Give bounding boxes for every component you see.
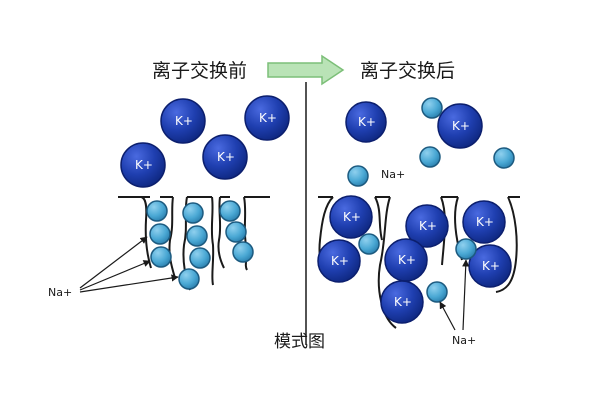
na-label-right-bottom: Na+ <box>452 334 476 347</box>
k-ion-label: K+ <box>476 215 494 229</box>
na-ion <box>219 200 241 222</box>
pointer-arrow <box>79 274 179 293</box>
k-ion-label: K+ <box>482 259 500 273</box>
na-ion <box>493 147 515 169</box>
na-ion <box>150 246 172 268</box>
pointer-arrow <box>439 301 456 331</box>
na-label-right-free: Na+ <box>381 168 405 181</box>
pointer-arrows-right <box>439 259 470 331</box>
surface-left <box>118 196 270 291</box>
k-ions-left: K+ K+ K+ K+ <box>120 95 290 188</box>
k-ion-label: K+ <box>419 219 437 233</box>
na-ion <box>426 281 448 303</box>
title-after: 离子交换后 <box>360 60 455 82</box>
pointer-arrow <box>462 259 470 331</box>
k-ion <box>380 280 424 324</box>
k-ion <box>120 142 166 188</box>
title-before: 离子交换前 <box>152 60 247 82</box>
na-ion <box>146 200 168 222</box>
k-ion-label: K+ <box>398 253 416 267</box>
na-ions-pores-right <box>358 233 477 303</box>
k-ion <box>462 200 506 244</box>
k-ions-pores-right: K+ K+ K+ K+ K+ K+ K+ <box>317 195 512 324</box>
k-ion-label: K+ <box>394 295 412 309</box>
na-ion <box>421 97 443 119</box>
na-ion <box>232 241 254 263</box>
na-ion <box>419 146 441 168</box>
k-ion-label: K+ <box>331 254 349 268</box>
k-ion <box>437 103 483 149</box>
na-ion <box>189 247 211 269</box>
k-ion <box>317 239 361 283</box>
k-ion <box>405 204 449 248</box>
na-ion <box>347 165 369 187</box>
k-ion-label: K+ <box>217 150 235 164</box>
na-ions-left <box>146 200 254 290</box>
pointer-arrows-left <box>79 236 179 293</box>
na-ion <box>182 202 204 224</box>
free-ions-right: K+ K+ <box>345 97 515 187</box>
k-ion-label: K+ <box>358 115 376 129</box>
pointer-arrow <box>79 260 151 291</box>
pointer-arrow <box>79 236 148 289</box>
na-ion <box>178 268 200 290</box>
na-ion <box>225 221 247 243</box>
k-ion <box>244 95 290 141</box>
k-ion-label: K+ <box>175 114 193 128</box>
na-ion <box>455 238 477 260</box>
na-ion <box>149 223 171 245</box>
caption-text: 模式图 <box>274 332 325 352</box>
na-label-left: Na+ <box>48 286 72 299</box>
k-ion <box>160 98 206 144</box>
k-ion-label: K+ <box>343 210 361 224</box>
k-ion-label: K+ <box>135 158 153 172</box>
k-ion <box>202 134 248 180</box>
k-ion-label: K+ <box>259 111 277 125</box>
k-ion <box>329 195 373 239</box>
exchange-arrow <box>267 54 345 86</box>
k-ion-label: K+ <box>452 119 470 133</box>
na-ion <box>358 233 380 255</box>
k-ion <box>345 101 387 143</box>
na-ion <box>186 225 208 247</box>
